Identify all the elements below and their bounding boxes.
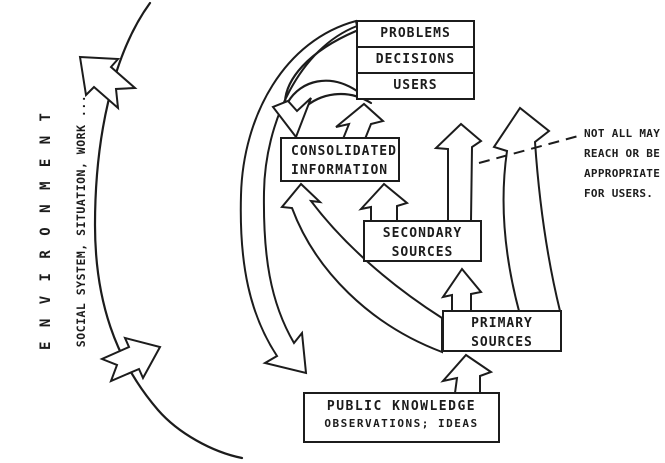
environment-label: E N V I R O N M E N T	[38, 110, 54, 351]
consolidated-line-1: CONSOLIDATED	[291, 144, 397, 159]
system-to-environment-arrow-icon	[78, 55, 138, 111]
secondary-sources-box: SECONDARY SOURCES	[363, 220, 482, 262]
primary-to-secondary-arrow	[440, 267, 483, 312]
public-knowledge-subtitle: OBSERVATIONS; IDEAS	[324, 417, 479, 430]
users-to-public-knowledge-arrow	[239, 19, 359, 375]
secondary-sources-rising-arrow	[433, 122, 483, 222]
secondary-to-consolidated-arrow	[358, 182, 410, 222]
arrowhead-into-consolidated-icon	[271, 97, 312, 140]
environment-sublabel: SOCIAL SYSTEM, SITUATION, WORK ...	[74, 94, 88, 348]
note-line-1: NOT ALL MAY	[584, 127, 661, 140]
primary-line-1: PRIMARY	[471, 316, 533, 331]
consolidated-line-2: INFORMATION	[291, 163, 389, 178]
note-line-2: REACH OR BE	[584, 147, 661, 160]
public-knowledge-box: PUBLIC KNOWLEDGE OBSERVATIONS; IDEAS	[303, 392, 500, 443]
stack-row-decisions: DECISIONS	[356, 46, 475, 74]
public-knowledge-title: PUBLIC KNOWLEDGE	[326, 399, 477, 414]
environment-to-system-arrow-icon	[99, 336, 162, 383]
primary-line-2: SOURCES	[471, 335, 533, 350]
consolidated-to-users-arrow	[335, 102, 386, 140]
users-to-consolidated-curve	[283, 29, 358, 104]
consolidated-information-box: CONSOLIDATED INFORMATION	[280, 137, 400, 182]
users-stack: PROBLEMS DECISIONS USERS	[356, 20, 475, 100]
stack-row-users: USERS	[356, 72, 475, 100]
note-line-3: APPROPRIATE	[584, 167, 661, 180]
secondary-line-1: SECONDARY	[382, 226, 463, 241]
primary-sources-rising-arrow	[492, 106, 562, 312]
users-consolidated-arch-outer	[286, 79, 359, 104]
stack-row-problems: PROBLEMS	[356, 20, 475, 48]
note-line-4: FOR USERS.	[584, 187, 654, 200]
public-knowledge-to-primary-arrow	[440, 353, 494, 394]
primary-sources-box: PRIMARY SOURCES	[442, 310, 562, 352]
primary-to-consolidated-arrow	[280, 182, 443, 354]
secondary-line-2: SOURCES	[391, 245, 454, 260]
annotation-note: NOT ALL MAY REACH OR BE APPROPRIATE FOR …	[584, 124, 665, 204]
